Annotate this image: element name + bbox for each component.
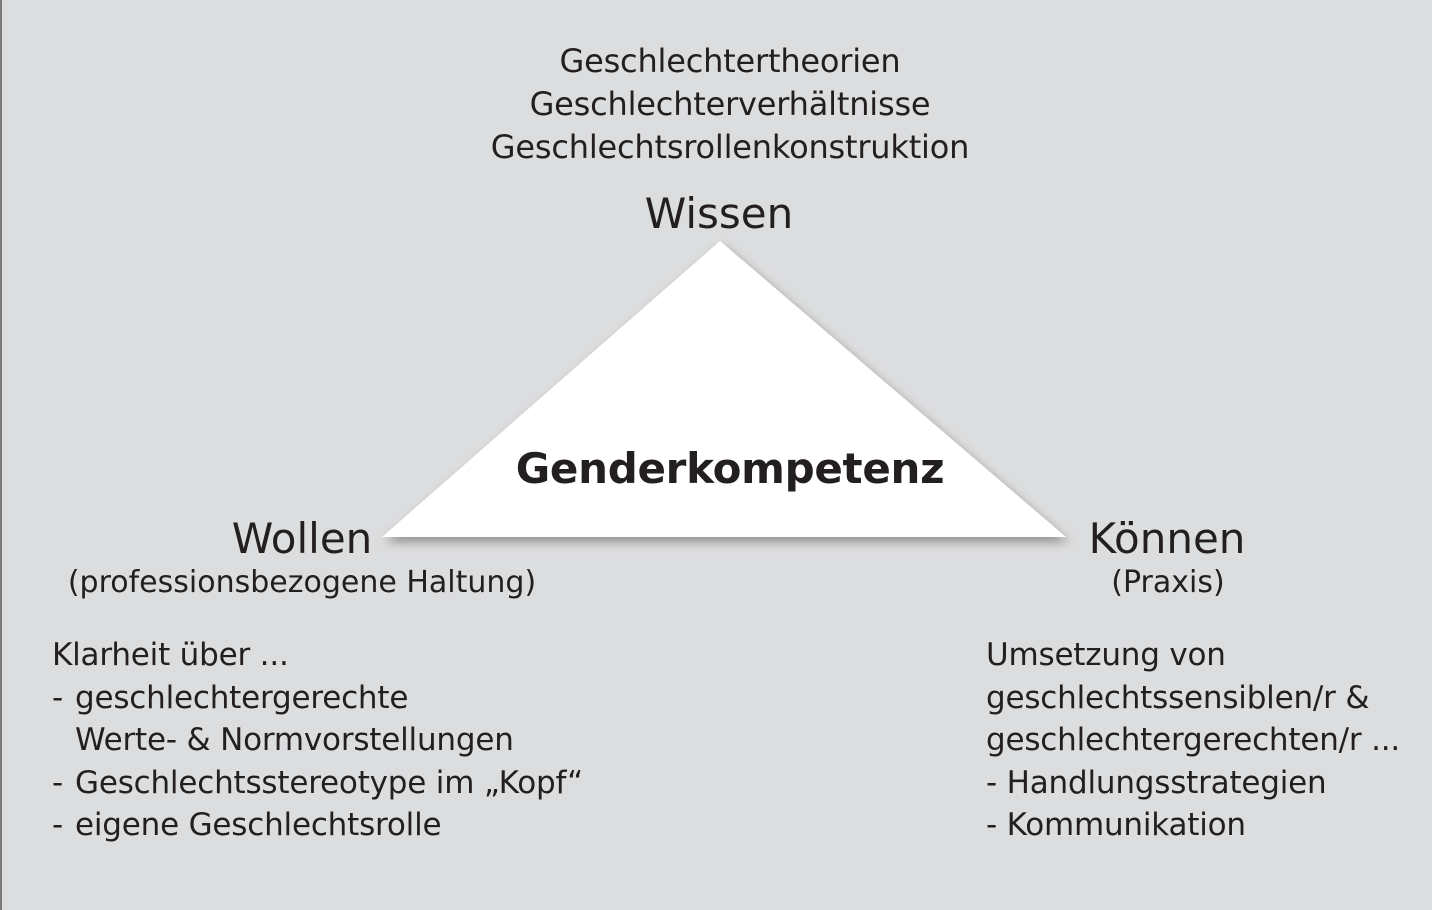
knowledge-topic: Geschlechterverhältnisse <box>529 85 931 123</box>
knowledge-topics: Geschlechtertheorien Geschlechterverhält… <box>490 40 970 169</box>
koennen-sublabel: (Praxis) <box>1111 565 1225 600</box>
list-item: - eigene Geschlechtsrolle <box>52 804 583 847</box>
list-item-text: geschlechtergerechte <box>75 679 409 716</box>
list-item: - geschlechtergerechte <box>52 677 583 720</box>
list-item-text: Geschlechtsstereotype im „Kopf“ <box>75 764 584 801</box>
bullet-dash: - <box>52 764 63 801</box>
koennen-line: geschlechtssensiblen/r & <box>986 679 1370 716</box>
koennen-line: geschlechtergerechten/r ... <box>986 722 1401 758</box>
knowledge-topic: Geschlechtertheorien <box>559 42 901 80</box>
koennen-line: - Kommunikation <box>986 807 1246 843</box>
list-item-text: Werte- & Normvorstellungen <box>75 722 514 758</box>
koennen-line: - Handlungsstrategien <box>986 764 1327 801</box>
bullet-dash: - <box>52 807 63 843</box>
wissen-label: Wissen <box>644 189 794 238</box>
competence-triangle <box>382 241 1066 537</box>
koennen-line: Umsetzung von <box>986 637 1226 673</box>
list-item: - Geschlechtsstereotype im „Kopf“ <box>52 762 583 805</box>
wollen-list-intro: Klarheit über ... <box>52 637 289 673</box>
bullet-dash: - <box>52 679 63 716</box>
indent-spacer <box>52 719 75 762</box>
genderkompetenz-label: Genderkompetenz <box>515 444 945 493</box>
koennen-list: Umsetzung von geschlechtssensiblen/r & g… <box>986 634 1400 847</box>
wollen-list: Klarheit über ... - geschlechtergerechte… <box>52 634 583 847</box>
wollen-label: Wollen <box>231 514 373 563</box>
wollen-sublabel: (professionsbezogene Haltung) <box>67 565 537 600</box>
koennen-label: Können <box>1088 514 1246 563</box>
list-item: Werte- & Normvorstellungen <box>52 719 583 762</box>
list-item-text: eigene Geschlechtsrolle <box>75 807 442 843</box>
knowledge-topic: Geschlechtsrollenkonstruktion <box>490 128 970 166</box>
